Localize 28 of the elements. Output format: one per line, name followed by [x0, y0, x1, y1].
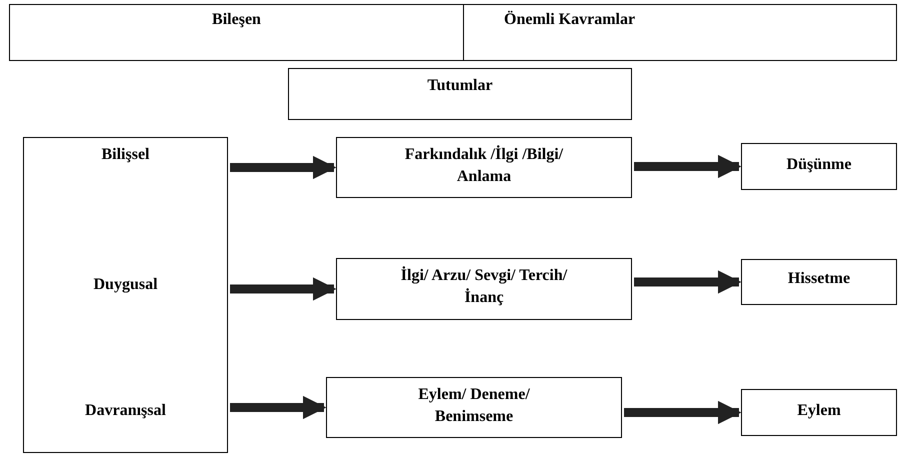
block-arrow: [624, 400, 742, 424]
box-label: Hissetme: [786, 269, 852, 289]
header-cell: [9, 4, 464, 61]
box-label: İlgi/ Arzu/ Sevgi/ Tercih/ İnanç: [400, 265, 568, 308]
box-label: Farkındalık /İlgi /Bilgi/ Anlama: [404, 144, 564, 187]
concept-box: [336, 137, 632, 198]
result-box: [741, 389, 897, 436]
box-label: Eylem: [796, 401, 842, 421]
box-label: Eylem/ Deneme/ Benimseme: [417, 385, 531, 427]
box-label: Davranışsal: [84, 401, 167, 421]
box-label: Bileşen: [211, 10, 262, 30]
block-arrow: [230, 277, 336, 301]
concept-box: [336, 258, 632, 320]
block-arrow: [634, 270, 742, 294]
block-arrow: [230, 396, 326, 420]
concept-box: [326, 377, 622, 438]
block-arrow: [230, 156, 336, 180]
box-label: Bilişsel: [100, 145, 150, 165]
result-box: [741, 143, 897, 190]
box-label: Önemli Kavramlar: [503, 10, 636, 30]
box-label: Tutumlar: [426, 76, 494, 96]
result-box: [741, 259, 897, 305]
block-arrow: [634, 154, 742, 178]
box-label: Duygusal: [92, 275, 159, 295]
title-box: [288, 68, 632, 120]
box-label: Düşünme: [786, 155, 852, 175]
header-cell: [463, 4, 897, 61]
component-box: [23, 137, 228, 453]
